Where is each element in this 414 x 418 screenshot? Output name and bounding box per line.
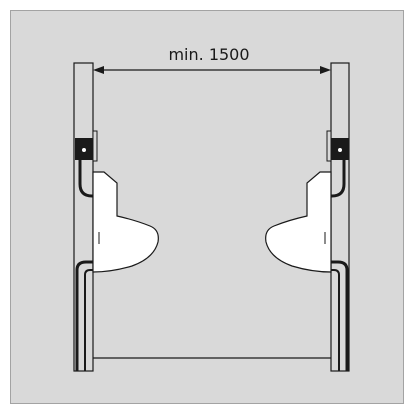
dimension-label: min. 1500 — [168, 45, 249, 64]
dimension-arrow — [93, 66, 331, 74]
right-urinal — [265, 171, 332, 273]
left-pipe — [75, 160, 96, 371]
left-urinal — [92, 171, 159, 273]
right-pipe — [328, 160, 349, 371]
left-wall-bracket — [75, 130, 98, 162]
right-wall-bracket — [326, 130, 349, 162]
